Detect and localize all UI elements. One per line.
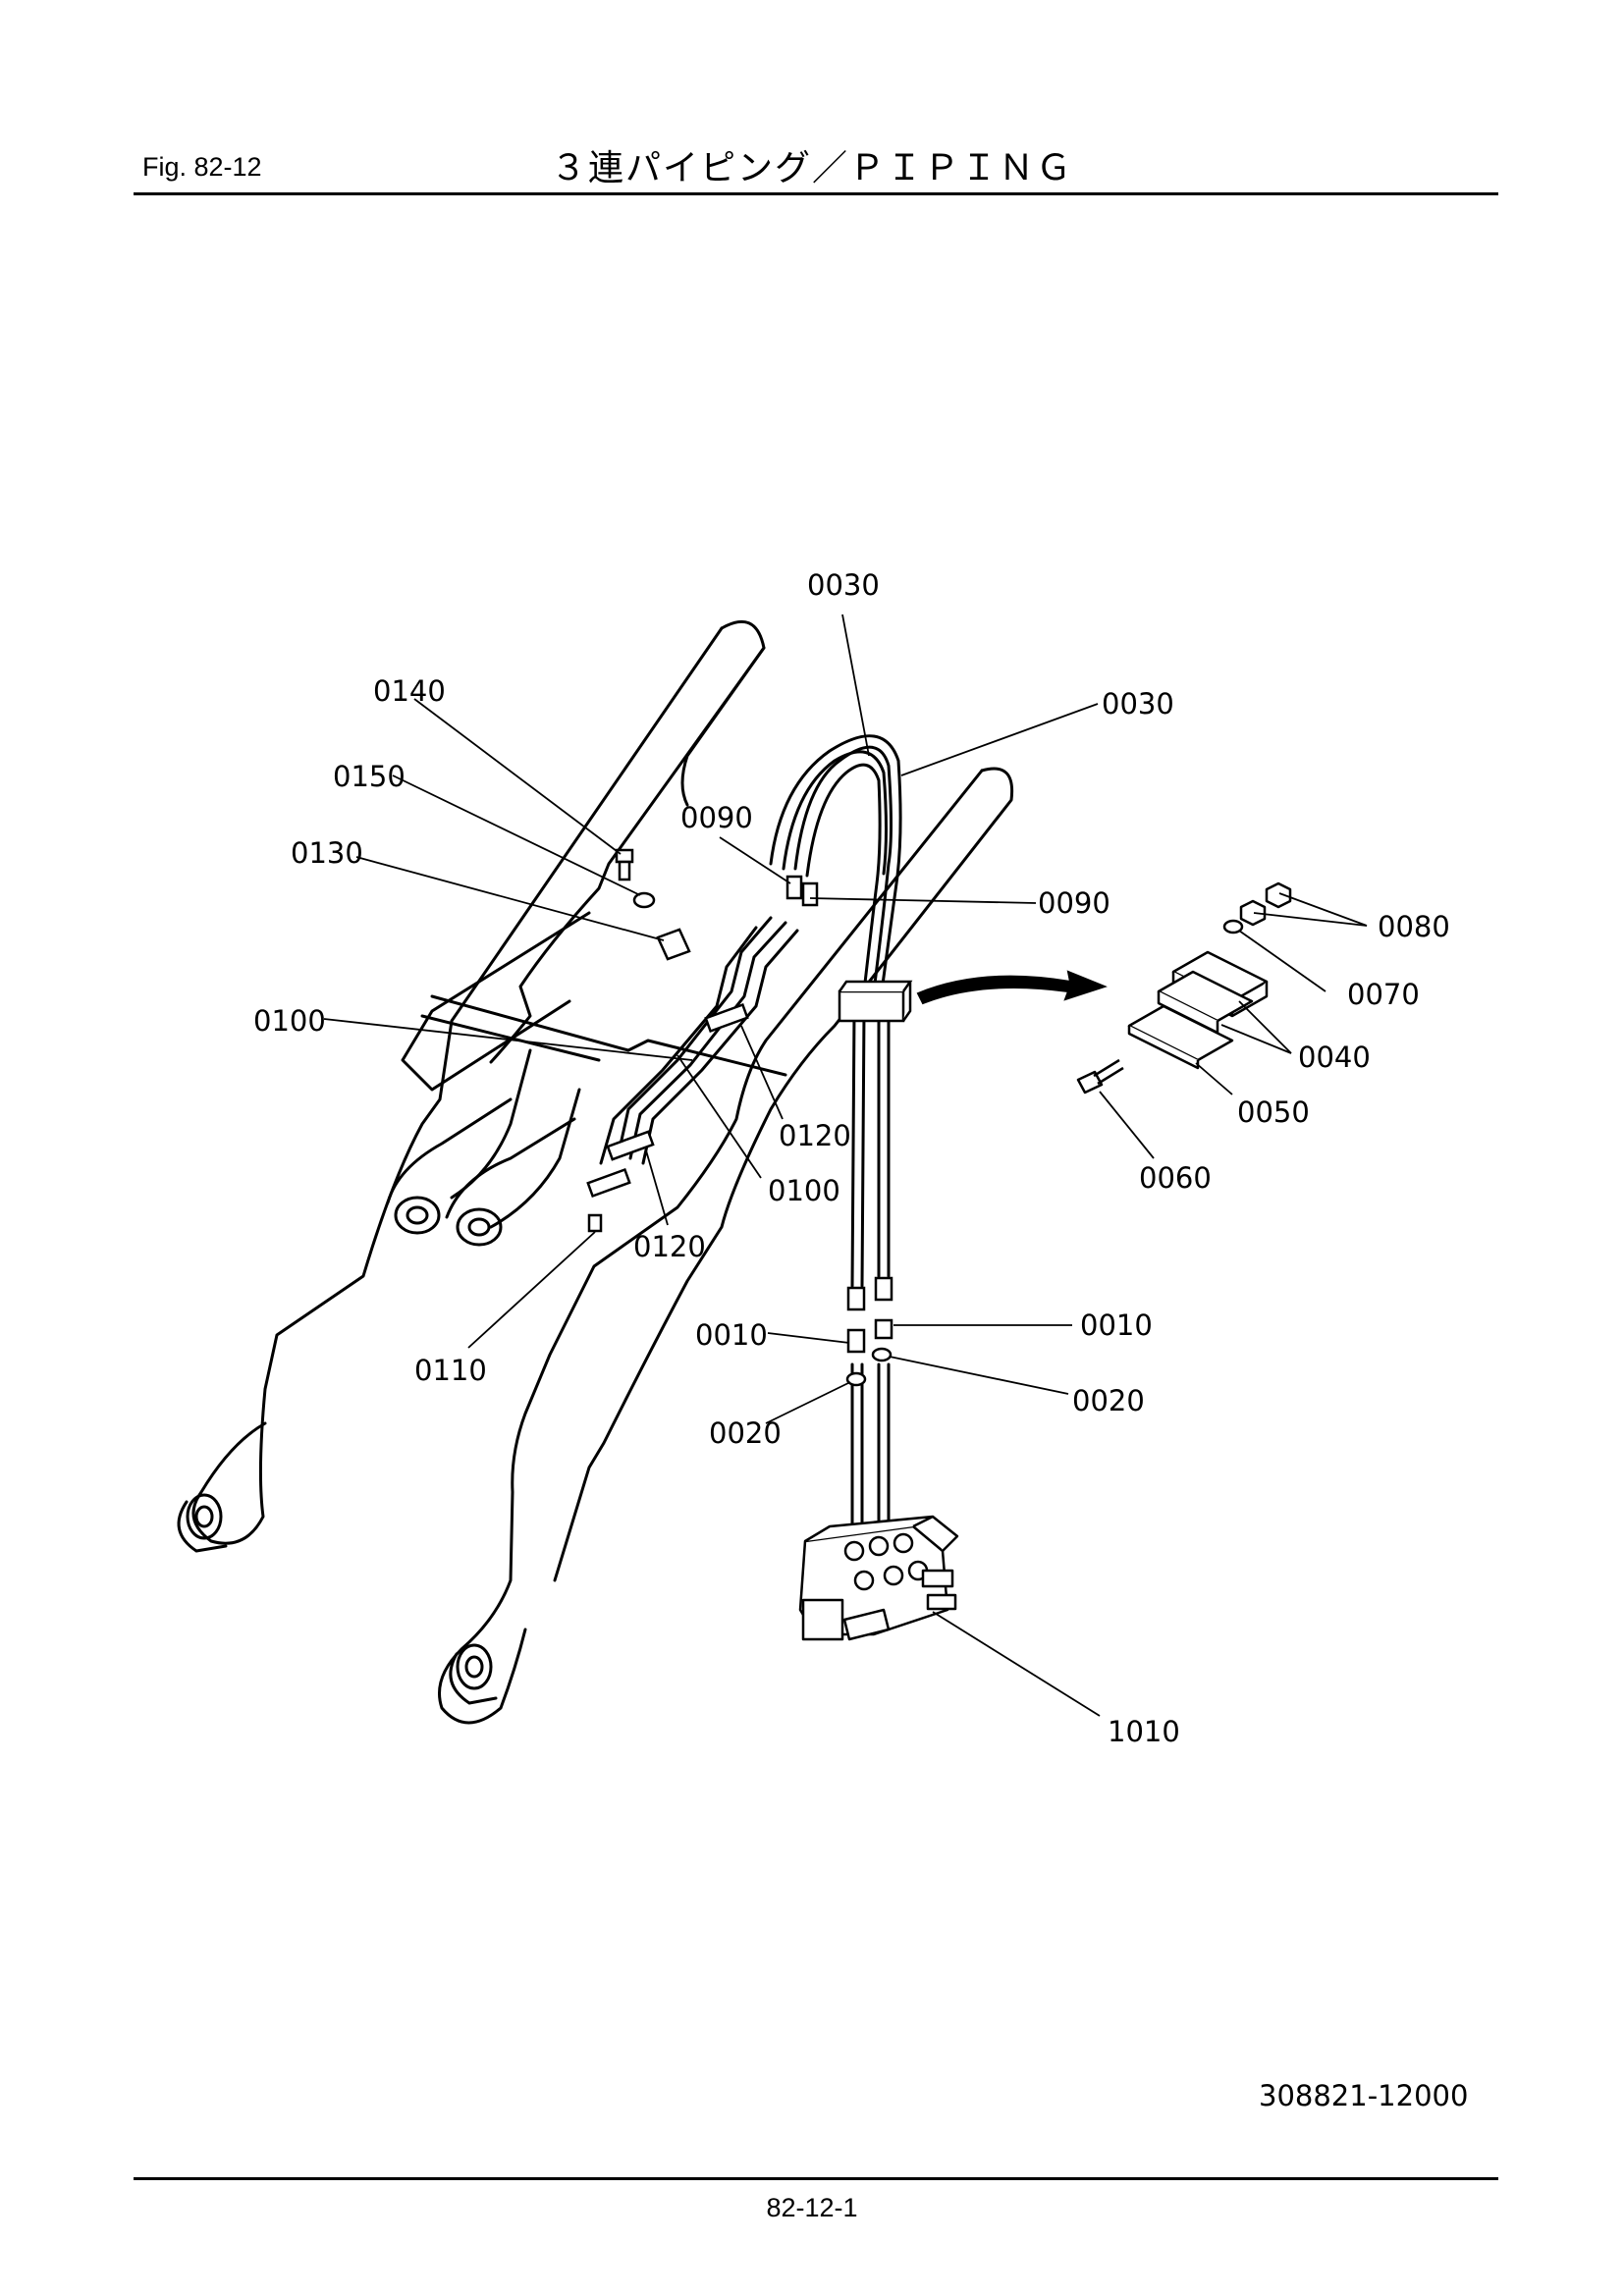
fitting-0090 bbox=[801, 881, 819, 907]
callout-0090: 0090 bbox=[1038, 886, 1110, 920]
callout-0060: 0060 bbox=[1139, 1161, 1212, 1195]
callout-0150: 0150 bbox=[333, 760, 406, 793]
drawing-code: 308821-12000 bbox=[1259, 2079, 1469, 2112]
footer-rule bbox=[134, 2177, 1498, 2180]
callout-0120: 0120 bbox=[779, 1119, 851, 1152]
callout-0080: 0080 bbox=[1378, 910, 1450, 943]
callout-0010: 0010 bbox=[1080, 1308, 1153, 1342]
callout-0090: 0090 bbox=[680, 801, 753, 834]
header-rule bbox=[134, 192, 1498, 195]
callout-0030: 0030 bbox=[807, 568, 880, 602]
hydraulic-lines bbox=[599, 734, 902, 1533]
callout-labels: 0030 0030 0140 0150 0090 0090 0130 0080 … bbox=[253, 568, 1450, 1748]
figure-number: Fig. 82-12 bbox=[142, 152, 262, 182]
callout-0140: 0140 bbox=[373, 674, 446, 708]
callout-0030: 0030 bbox=[1102, 687, 1174, 721]
callout-0100: 0100 bbox=[768, 1174, 840, 1207]
leader-lines bbox=[323, 614, 1368, 1717]
callout-0040: 0040 bbox=[1298, 1041, 1371, 1074]
fittings-hardware bbox=[586, 848, 913, 1387]
callout-1010: 1010 bbox=[1108, 1715, 1180, 1748]
page-title: ３連パイピング／ＰＩＰＩＮＧ bbox=[550, 148, 1073, 188]
control-valve-1010 bbox=[798, 1515, 959, 1641]
callout-0010: 0010 bbox=[695, 1318, 768, 1352]
callout-0110: 0110 bbox=[414, 1354, 487, 1387]
callout-0120: 0120 bbox=[633, 1230, 706, 1263]
callout-0130: 0130 bbox=[291, 836, 363, 870]
loader-boom bbox=[177, 619, 1014, 1725]
fitting-0090 bbox=[785, 875, 803, 900]
callout-0050: 0050 bbox=[1237, 1095, 1310, 1129]
clamp-assembly-detail bbox=[1076, 881, 1292, 1095]
callout-0070: 0070 bbox=[1347, 978, 1420, 1011]
callout-0020: 0020 bbox=[709, 1416, 782, 1450]
callout-0020: 0020 bbox=[1072, 1384, 1145, 1417]
page-number: 82-12-1 bbox=[766, 2193, 858, 2222]
detail-arrow bbox=[916, 970, 1108, 1005]
callout-0100: 0100 bbox=[253, 1004, 326, 1038]
